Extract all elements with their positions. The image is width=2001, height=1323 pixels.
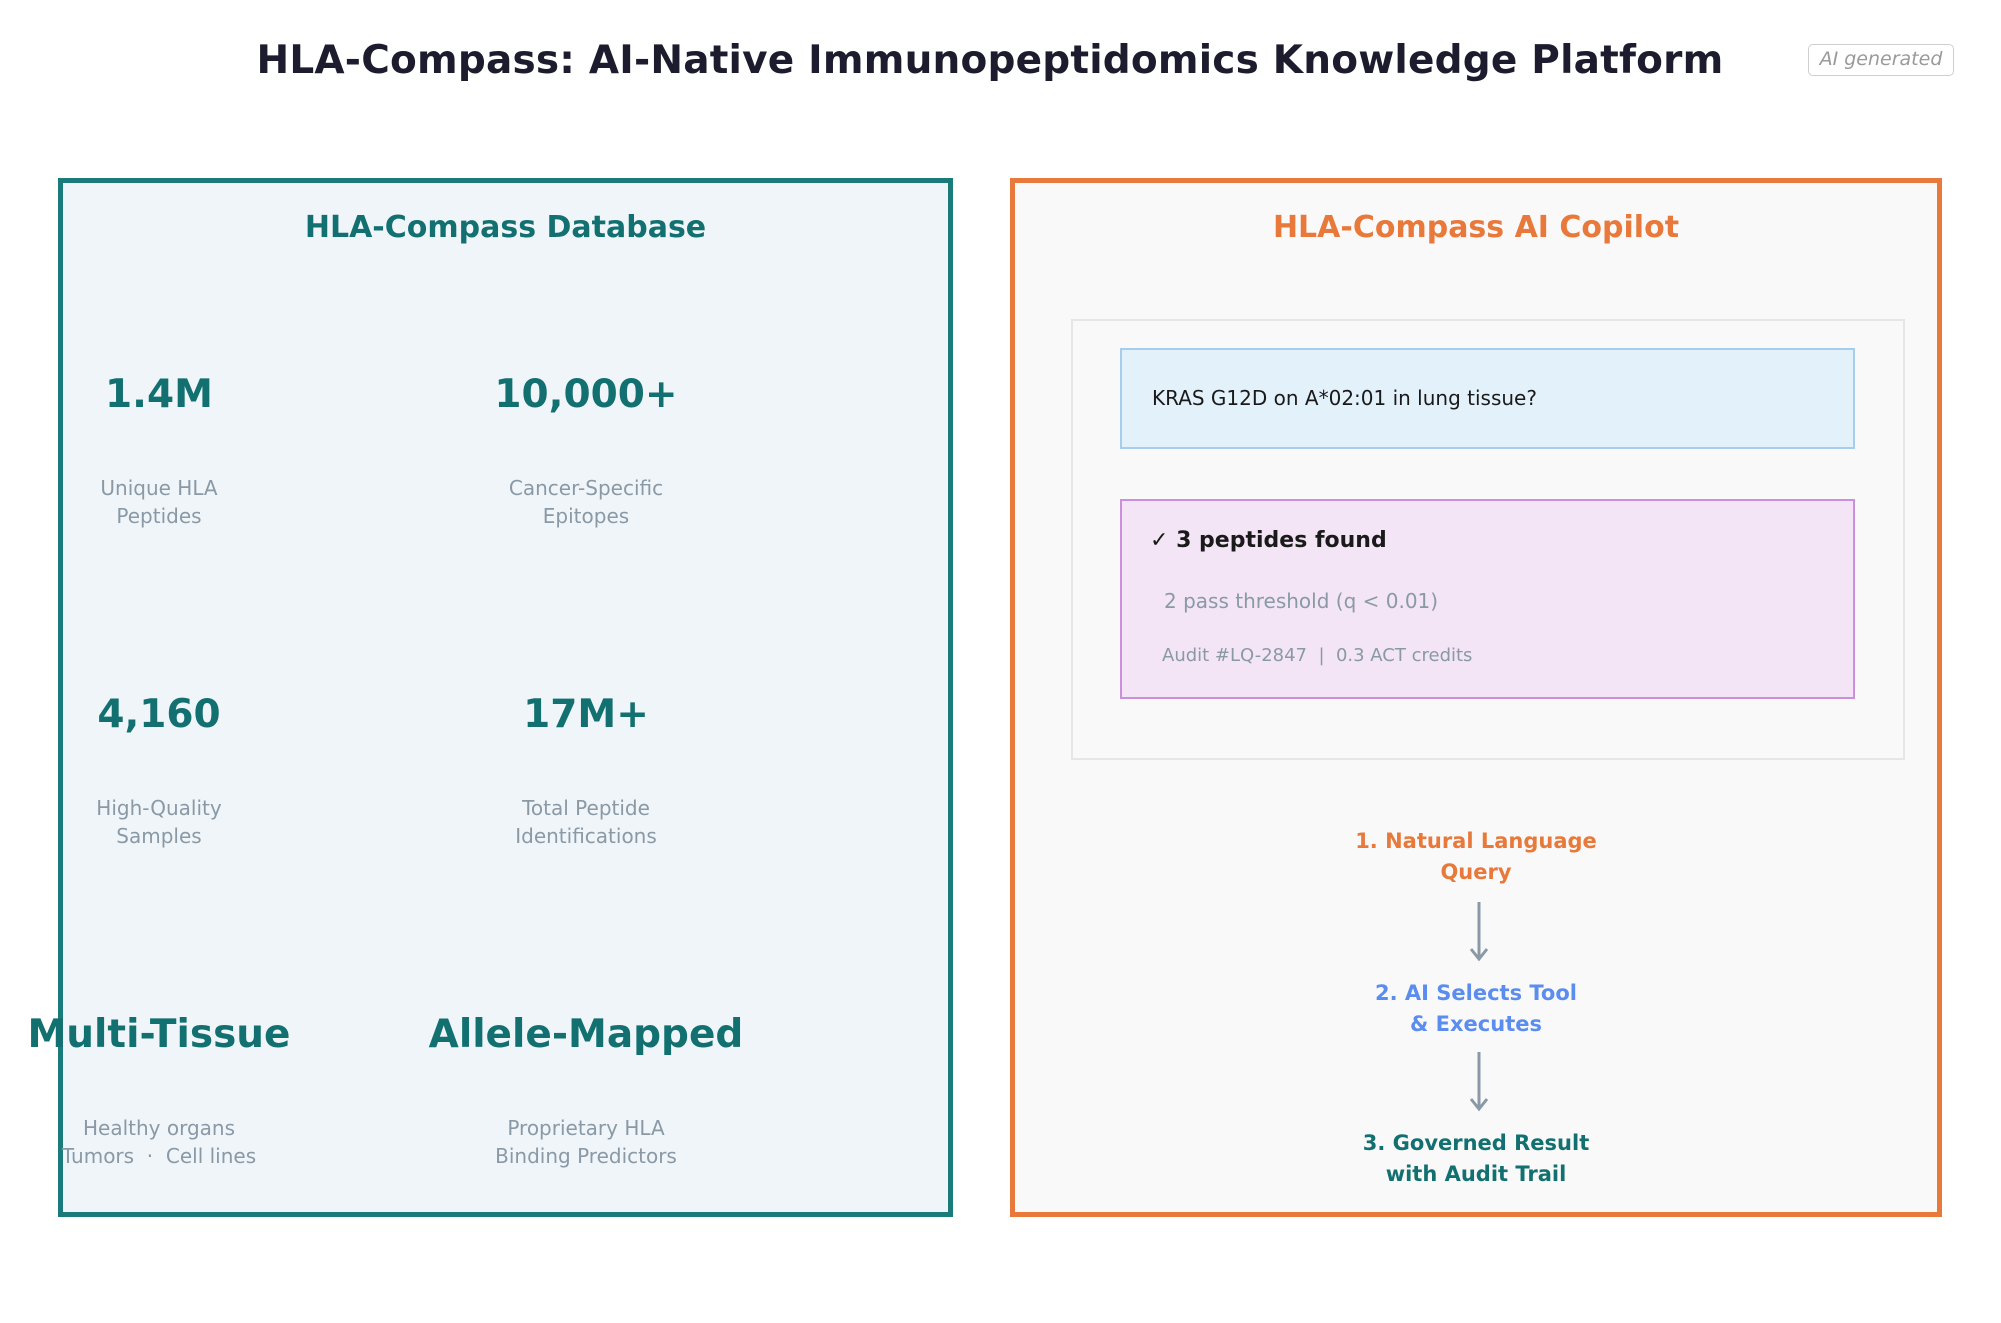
- database-panel: [58, 178, 953, 1217]
- stat-label-line: Binding Predictors: [495, 1144, 677, 1168]
- stat-value-multi-tissue: Multi-Tissue: [27, 1012, 291, 1057]
- stat-label-line: Healthy organs: [82, 1116, 236, 1140]
- page-title: HLA-Compass: AI-Native Immunopeptidomics…: [256, 38, 1724, 83]
- stat-label-line: High-Quality: [96, 796, 222, 820]
- stat-label-line: Identifications: [515, 824, 657, 848]
- stat-label-line: Samples: [116, 824, 202, 848]
- stat-label-line: Peptides: [116, 504, 202, 528]
- arrow-down-icon: [1469, 1052, 1489, 1112]
- result-audit: Audit #LQ-2847 | 0.3 ACT credits: [1162, 645, 1473, 666]
- result-bubble: [1120, 499, 1855, 699]
- step-line: Query: [1440, 860, 1512, 884]
- step-line: 1. Natural Language: [1355, 829, 1597, 853]
- ai-generated-badge: AI generated: [1808, 44, 1954, 76]
- stat-label-line: Total Peptide: [522, 796, 650, 820]
- step-ai-selects-tool: 2. AI Selects Tool & Executes: [1276, 978, 1676, 1040]
- step-line: 2. AI Selects Tool: [1375, 981, 1577, 1005]
- stat-label-line: Unique HLA: [100, 476, 218, 500]
- step-line: & Executes: [1410, 1012, 1542, 1036]
- step-line: 3. Governed Result: [1362, 1131, 1590, 1155]
- stat-label-multi-tissue: Healthy organs Tumors · Cell lines: [0, 1114, 409, 1170]
- stat-label-line: Cancer-Specific: [508, 476, 664, 500]
- query-bubble: KRAS G12D on A*02:01 in lung tissue?: [1120, 348, 1855, 449]
- stat-value-identifications: 17M+: [523, 692, 649, 737]
- step-line: with Audit Trail: [1385, 1162, 1567, 1186]
- stat-value-cancer-epitopes: 10,000+: [494, 372, 678, 417]
- result-headline: ✓ 3 peptides found: [1150, 528, 1387, 553]
- stat-label-samples: High-Quality Samples: [0, 794, 409, 850]
- stat-label-allele-mapped: Proprietary HLA Binding Predictors: [336, 1114, 836, 1170]
- copilot-panel-title: HLA-Compass AI Copilot: [1272, 210, 1680, 245]
- step-governed-result: 3. Governed Result with Audit Trail: [1276, 1128, 1676, 1190]
- step-natural-language-query: 1. Natural Language Query: [1276, 826, 1676, 888]
- result-detail: 2 pass threshold (q < 0.01): [1164, 589, 1439, 613]
- stat-label-cancer-epitopes: Cancer-Specific Epitopes: [336, 474, 836, 530]
- stat-label-line: Proprietary HLA: [507, 1116, 665, 1140]
- stat-value-unique-peptides: 1.4M: [105, 372, 213, 417]
- arrow-down-icon: [1469, 902, 1489, 962]
- stat-label-identifications: Total Peptide Identifications: [336, 794, 836, 850]
- stat-label-line: Tumors · Cell lines: [61, 1144, 257, 1168]
- database-panel-title: HLA-Compass Database: [304, 210, 707, 245]
- stat-value-allele-mapped: Allele-Mapped: [428, 1012, 744, 1057]
- stat-label-unique-peptides: Unique HLA Peptides: [0, 474, 409, 530]
- stat-label-line: Epitopes: [542, 504, 630, 528]
- stat-value-samples: 4,160: [97, 692, 221, 737]
